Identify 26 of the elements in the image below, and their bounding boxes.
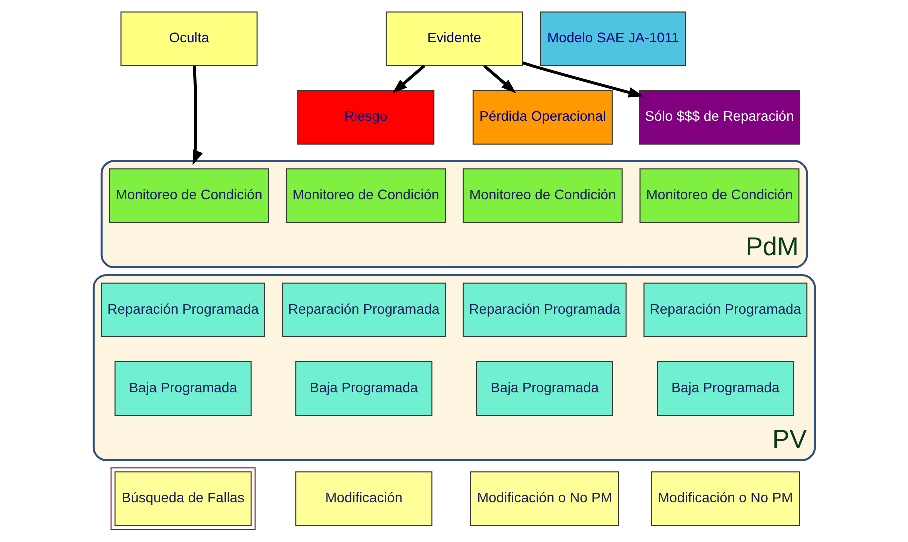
arrow [192,66,203,166]
node-box: Baja Programada [656,361,794,416]
node-box: Baja Programada [476,361,613,416]
node-box: Monitoreo de Condición [462,168,622,224]
node-box: Pérdida Operacional [472,90,612,145]
node-box: Evidente [385,12,523,66]
node-box: Búsqueda de Fallas [110,468,256,530]
node-box: Monitoreo de Condición [108,168,269,224]
node-box: Baja Programada [114,361,252,416]
node-box: Monitoreo de Condición [286,168,446,224]
node-box: Riesgo [297,90,434,145]
node-box: Monitoreo de Condición [639,168,800,224]
node-box: Reparación Programada [643,282,808,338]
node-box: Modificación o No PM [470,472,619,526]
node-box: Modificación o No PM [650,472,800,526]
node-box: Sólo $$$ de Reparación [638,90,800,145]
arrow [522,62,644,98]
node-box: Modelo SAE JA-1011 [540,12,686,66]
node-box: Modificación [295,472,432,526]
arrow [482,64,516,94]
node-box: Reparación Programada [462,282,626,338]
node-box: Baja Programada [295,361,432,416]
node-box: Oculta [120,12,258,66]
arrow [392,64,426,94]
node-box: Reparación Programada [282,282,446,338]
node-box: Reparación Programada [100,282,265,338]
